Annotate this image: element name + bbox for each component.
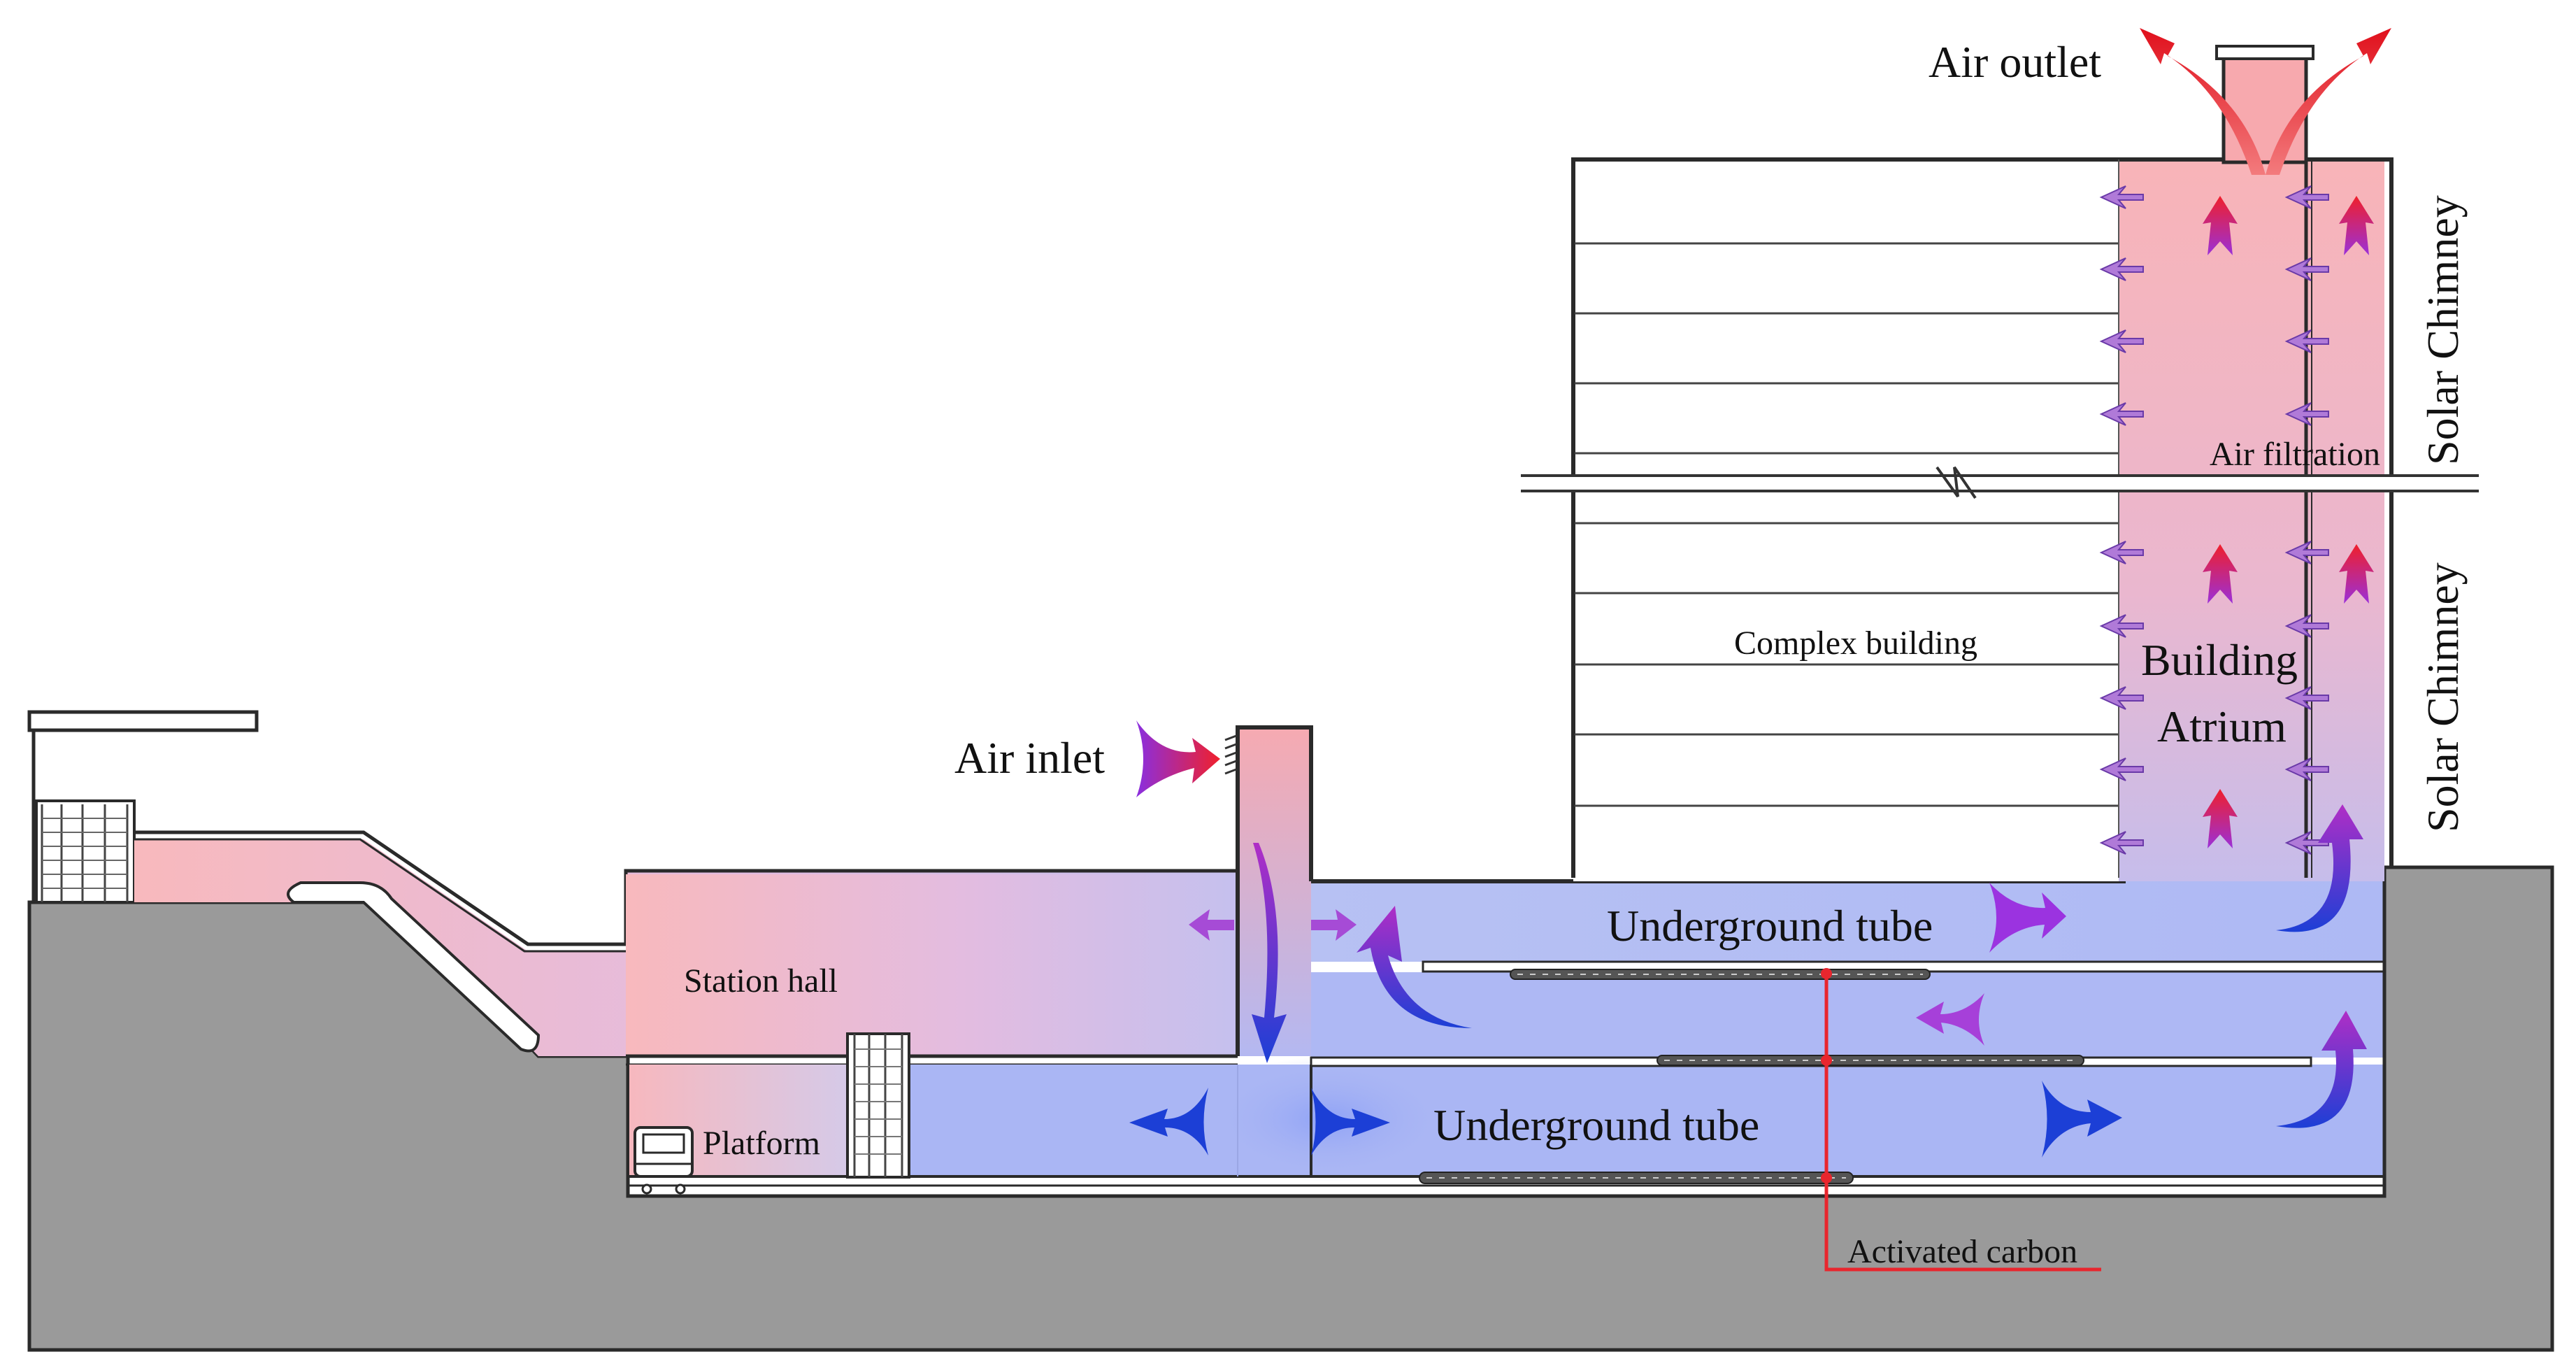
entrance-canopy [27,710,259,732]
underground-tube-upper-label: Underground tube [1607,901,1933,951]
outlet-stack [2221,55,2308,164]
activated-carbon-leader [1821,968,2101,1272]
break-line [1521,466,2479,499]
activated-carbon-bed-3 [1419,1172,1854,1184]
station-hall [626,874,1238,1056]
platform-escalators [846,1032,910,1179]
shaft-side-arrows [1189,909,1357,941]
atrium-vent-arrows [2099,185,2329,855]
activated-carbon-label: Activated carbon [1847,1233,2077,1270]
middle-tube [1311,972,2384,1058]
atrium-upflow-arrows [2203,196,2374,848]
train-icon [634,1126,694,1195]
outlet-cap [2215,45,2314,60]
air-outlet-arrows [2140,28,2391,175]
complex-building-label: Complex building [1734,625,1977,662]
building-atrium [2119,159,2384,881]
solar-chimney-upper-label: Solar Chimney [2418,195,2468,465]
platform-label: Platform [703,1125,820,1162]
air-inlet-arrow [1136,720,1220,797]
shaft-downflow-arrow [1252,843,1287,1063]
tube-curl-arrow-right-top [2276,804,2363,932]
complex-building [1573,161,2119,881]
building-atrium-label-line1: Building [2141,635,2298,685]
tube-curl-arrow-right-bottom [2276,1011,2367,1128]
upper-tube-arrow [1989,883,2066,953]
carbon-texture [1426,974,2077,1179]
entrance-turnstiles [35,799,136,904]
building-floors [1575,242,2119,807]
tube-curl-arrow-1 [1357,906,1472,1028]
building-atrium-label-line2: Atrium [2157,702,2287,751]
underground-tube-lower-label: Underground tube [1433,1100,1759,1150]
station-hall-label: Station hall [684,962,838,999]
upper-tube [1311,881,2384,962]
inlet-grille-icon [1224,734,1237,775]
middle-tube-arrow [1916,993,1984,1046]
lower-tube-arrows [1129,1081,2122,1158]
ramp-escalator [287,881,541,1053]
air-inlet-label: Air inlet [954,733,1105,783]
air-outlet-label: Air outlet [1929,37,2101,87]
solar-chimney-lower-label: Solar Chimney [2418,562,2468,832]
air-filtration-label: Air filtration [2210,436,2380,473]
